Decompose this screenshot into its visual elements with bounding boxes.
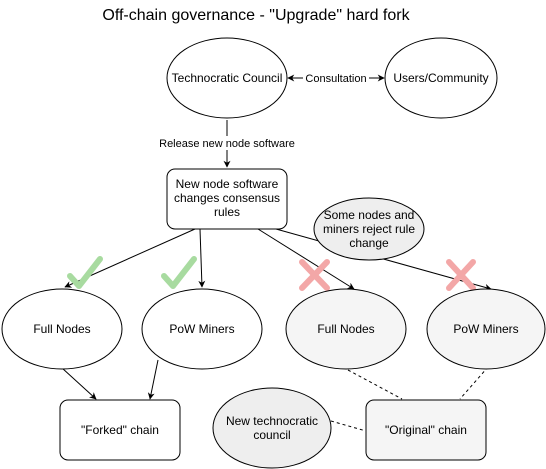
full-nodes-reject-label: Full Nodes — [317, 322, 374, 336]
x-mark-icon — [299, 259, 330, 291]
check-mark-icon — [161, 256, 197, 289]
dashed-council-to-original — [330, 420, 367, 432]
new-council-node — [212, 387, 332, 469]
consultation-label-bg — [303, 71, 369, 85]
new-software-line-3: rules — [214, 205, 240, 219]
release-label-bg — [157, 136, 297, 150]
users-community-label: Users/Community — [393, 71, 488, 85]
dashed-connectors — [330, 366, 489, 432]
new-council-line-1: New technocratic — [226, 414, 318, 428]
x-mark-icon — [446, 259, 476, 291]
full-nodes-reject-node — [285, 288, 407, 370]
edge-pow-miners-to-forked — [147, 359, 159, 400]
pow-miners-reject-node — [426, 288, 546, 370]
forked-chain-node — [59, 399, 181, 461]
original-chain-node — [365, 399, 487, 461]
connectors — [61, 74, 492, 400]
forked-chain-label: "Forked" chain — [81, 423, 159, 437]
release-label: Release new node software — [159, 138, 295, 150]
dashed-pow-miners-to-original — [459, 366, 489, 400]
new-council-line-2: council — [253, 428, 290, 442]
full-nodes-accept-node — [1, 288, 123, 370]
technocratic-council-node — [166, 37, 288, 119]
edge-full-nodes-to-forked — [61, 367, 97, 400]
reject-note-line-3: change — [349, 236, 389, 250]
technocratic-council-label: Technocratic Council — [172, 71, 283, 85]
consultation-label: Consultation — [305, 73, 366, 85]
edge-to-full-nodes-reject — [257, 228, 355, 290]
pow-miners-accept-node — [141, 288, 263, 370]
reject-note-line-2: miners reject rule — [323, 222, 415, 236]
pow-miners-reject-label: PoW Miners — [453, 322, 518, 336]
diagram-title: Off-chain governance - "Upgrade" hard fo… — [102, 7, 410, 24]
users-community-node — [384, 37, 498, 119]
new-software-line-1: New node software — [176, 177, 279, 191]
edge-to-pow-miners-accept — [198, 228, 206, 288]
check-mark-icon — [67, 256, 103, 289]
dashed-full-nodes-to-original — [347, 369, 403, 400]
new-software-node — [166, 168, 288, 230]
reject-note-line-1: Some nodes and — [324, 208, 415, 222]
full-nodes-accept-label: Full Nodes — [33, 322, 90, 336]
pow-miners-accept-label: PoW Miners — [169, 322, 234, 336]
original-chain-label: "Original" chain — [385, 423, 467, 437]
new-software-line-2: changes consensus — [174, 191, 280, 205]
reject-note-node — [313, 197, 425, 261]
